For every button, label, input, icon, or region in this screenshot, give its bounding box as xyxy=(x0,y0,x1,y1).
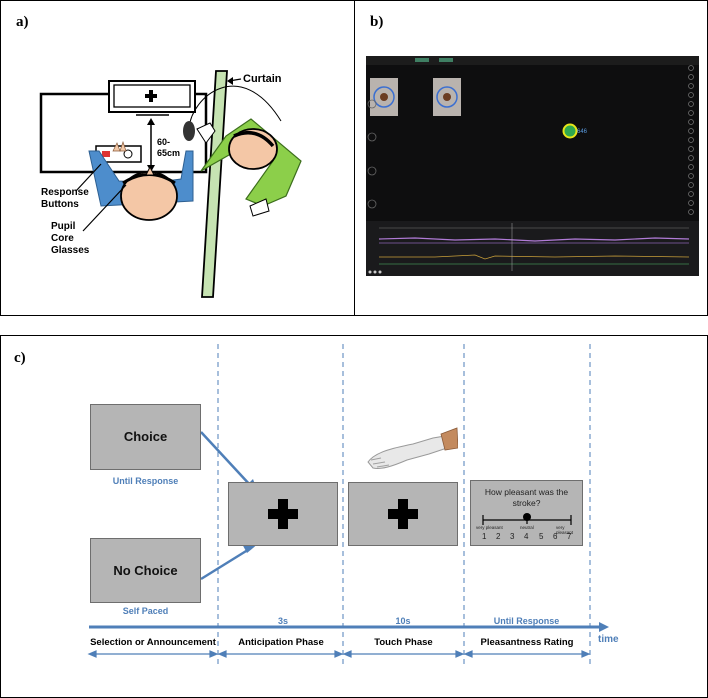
rating-num-5: 5 xyxy=(539,532,544,541)
phase-rating: Pleasantness Rating xyxy=(480,637,574,648)
curtain-label: Curtain xyxy=(243,73,282,85)
response-buttons-label-2: Buttons xyxy=(41,199,79,210)
rating-num-3: 3 xyxy=(510,532,515,541)
self-paced-label: Self Paced xyxy=(122,606,169,616)
panel-c: c) Choice Until Response xyxy=(0,335,708,698)
rating-right-anchor: very pleasant xyxy=(556,525,574,535)
response-buttons-label-1: Response xyxy=(41,187,89,198)
confidence-signal xyxy=(379,254,690,260)
rating-left-anchor: very pleasant xyxy=(476,525,503,530)
pupil-signal xyxy=(378,237,690,242)
rating-box: How pleasant was the stroke? very pleasa… xyxy=(470,480,583,546)
panel-a: a) 60- 65cm Curtain xyxy=(0,0,355,316)
distance-label-1: 60- xyxy=(157,137,170,147)
choice-box: Choice xyxy=(90,404,201,470)
choice-label: Choice xyxy=(123,429,168,444)
phase-touch: Touch Phase xyxy=(374,637,433,648)
rating-question-2: stroke? xyxy=(512,498,541,508)
rating-question-1: How pleasant was the xyxy=(484,487,569,497)
rating-num-2: 2 xyxy=(496,532,501,541)
distance-label-2: 65cm xyxy=(157,148,180,158)
choice-arrow xyxy=(200,431,252,487)
curtain xyxy=(201,70,228,298)
panel-b-label: b) xyxy=(370,14,384,30)
setup-illustration: 60- 65cm Curtain Response Buttons Pupil … xyxy=(39,70,302,298)
gaze-value: 646 xyxy=(577,129,588,135)
duration-anticipation: 3s xyxy=(277,616,288,626)
fixation-cross-vertical xyxy=(278,499,288,529)
panel-c-label: c) xyxy=(14,350,26,366)
gloved-hand-icon xyxy=(367,427,458,469)
until-response-label: Until Response xyxy=(112,476,179,486)
panel-a-label: a) xyxy=(16,14,29,30)
phase-selection: Selection or Announcement xyxy=(90,637,216,648)
no-choice-arrow xyxy=(200,546,252,581)
pupil-label-2: Core xyxy=(51,233,74,244)
duration-touch: 10s xyxy=(395,616,411,626)
no-choice-label: No Choice xyxy=(113,563,178,578)
rating-num-4: 4 xyxy=(524,532,529,541)
rating-num-6: 6 xyxy=(553,532,558,541)
pupil-label-3: Glasses xyxy=(51,245,90,256)
panel-b: b) 646 xyxy=(354,0,708,316)
no-choice-box: No Choice xyxy=(90,538,201,603)
duration-rating: Until Response xyxy=(493,616,560,626)
rating-mid-anchor: neutral xyxy=(520,525,534,530)
pupil-label-1: Pupil xyxy=(51,221,76,232)
right-icon-column xyxy=(688,65,694,215)
fixation-cross-v xyxy=(149,90,153,102)
rating-num-7: 7 xyxy=(567,532,572,541)
eye-tracker-screenshot: 646 xyxy=(366,56,699,276)
anticipation-box xyxy=(228,482,338,546)
touch-cross-vertical xyxy=(398,499,408,529)
touch-box xyxy=(348,482,458,546)
rating-num-1: 1 xyxy=(482,532,487,541)
gaze-marker xyxy=(562,123,578,139)
experimenter-cable xyxy=(188,85,282,130)
time-label: time xyxy=(598,634,619,645)
phase-anticipation: Anticipation Phase xyxy=(238,637,324,648)
